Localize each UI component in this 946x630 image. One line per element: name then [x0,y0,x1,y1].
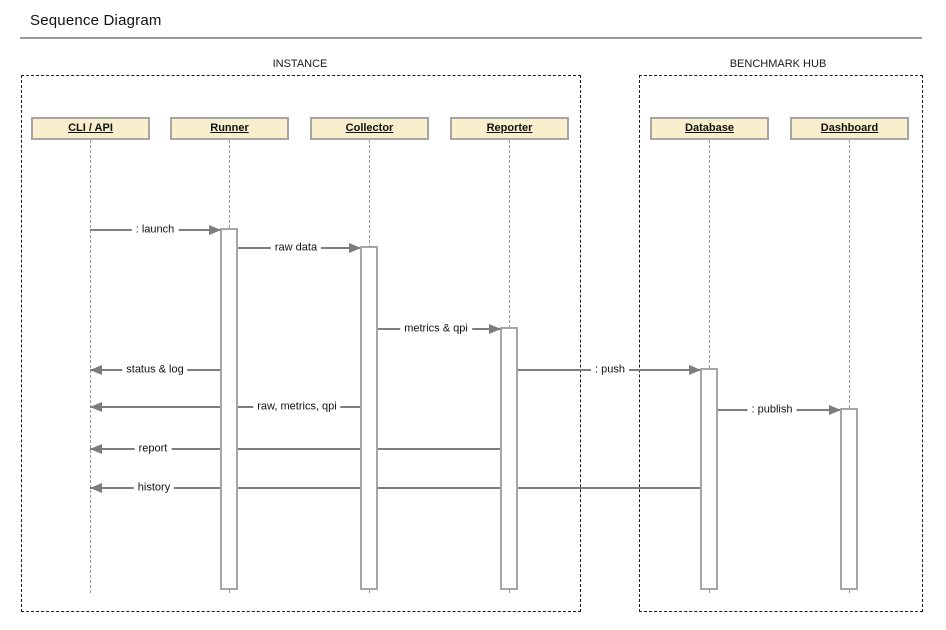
message-label-metrics-qpi: metrics & qpi [400,322,472,336]
actor-collector: Collector [310,117,429,140]
actor-runner: Runner [170,117,289,140]
message-label-push: : push [591,363,629,377]
message-label-publish: : publish [747,403,797,417]
activation-database [700,368,718,590]
actor-database-label: Database [685,122,734,134]
lifeline-database [709,140,710,593]
arrow-right-icon [489,324,501,334]
frame-benchmark-hub [639,75,923,612]
page-title: Sequence Diagram [30,12,162,29]
activation-dashboard [840,408,858,590]
arrow-left-icon [90,402,102,412]
arrow-right-icon [829,405,841,415]
lifeline-dashboard [849,140,850,593]
arrow-left-icon [90,444,102,454]
message-line-history [90,487,700,489]
actor-collector-label: Collector [345,122,394,134]
actor-database: Database [650,117,769,140]
frame-instance-label: INSTANCE [272,58,328,70]
arrow-right-icon [689,365,701,375]
arrow-left-icon [90,365,102,375]
actor-runner-label: Runner [210,122,249,134]
message-label-launch: : launch [131,223,179,237]
actor-cli-api: CLI / API [31,117,150,140]
message-label-status-log: status & log [122,363,188,377]
arrow-right-icon [349,243,361,253]
message-label-report: report [134,442,172,456]
actor-cli-api-label: CLI / API [68,122,113,134]
message-label-history: history [133,481,175,495]
activation-runner [220,228,238,590]
frame-instance [21,75,581,612]
activation-collector [360,246,378,590]
activation-reporter [500,327,518,590]
actor-dashboard-label: Dashboard [820,122,879,134]
actor-reporter-label: Reporter [486,122,533,134]
arrow-right-icon [209,225,221,235]
frame-benchmark-hub-label: BENCHMARK HUB [729,58,827,70]
title-divider [20,37,922,39]
arrow-left-icon [90,483,102,493]
message-line-report [90,448,500,450]
message-label-raw-data: raw data [270,241,322,255]
actor-dashboard: Dashboard [790,117,909,140]
actor-reporter: Reporter [450,117,569,140]
message-label-raw-metrics-qpi: raw, metrics, qpi [253,400,341,414]
